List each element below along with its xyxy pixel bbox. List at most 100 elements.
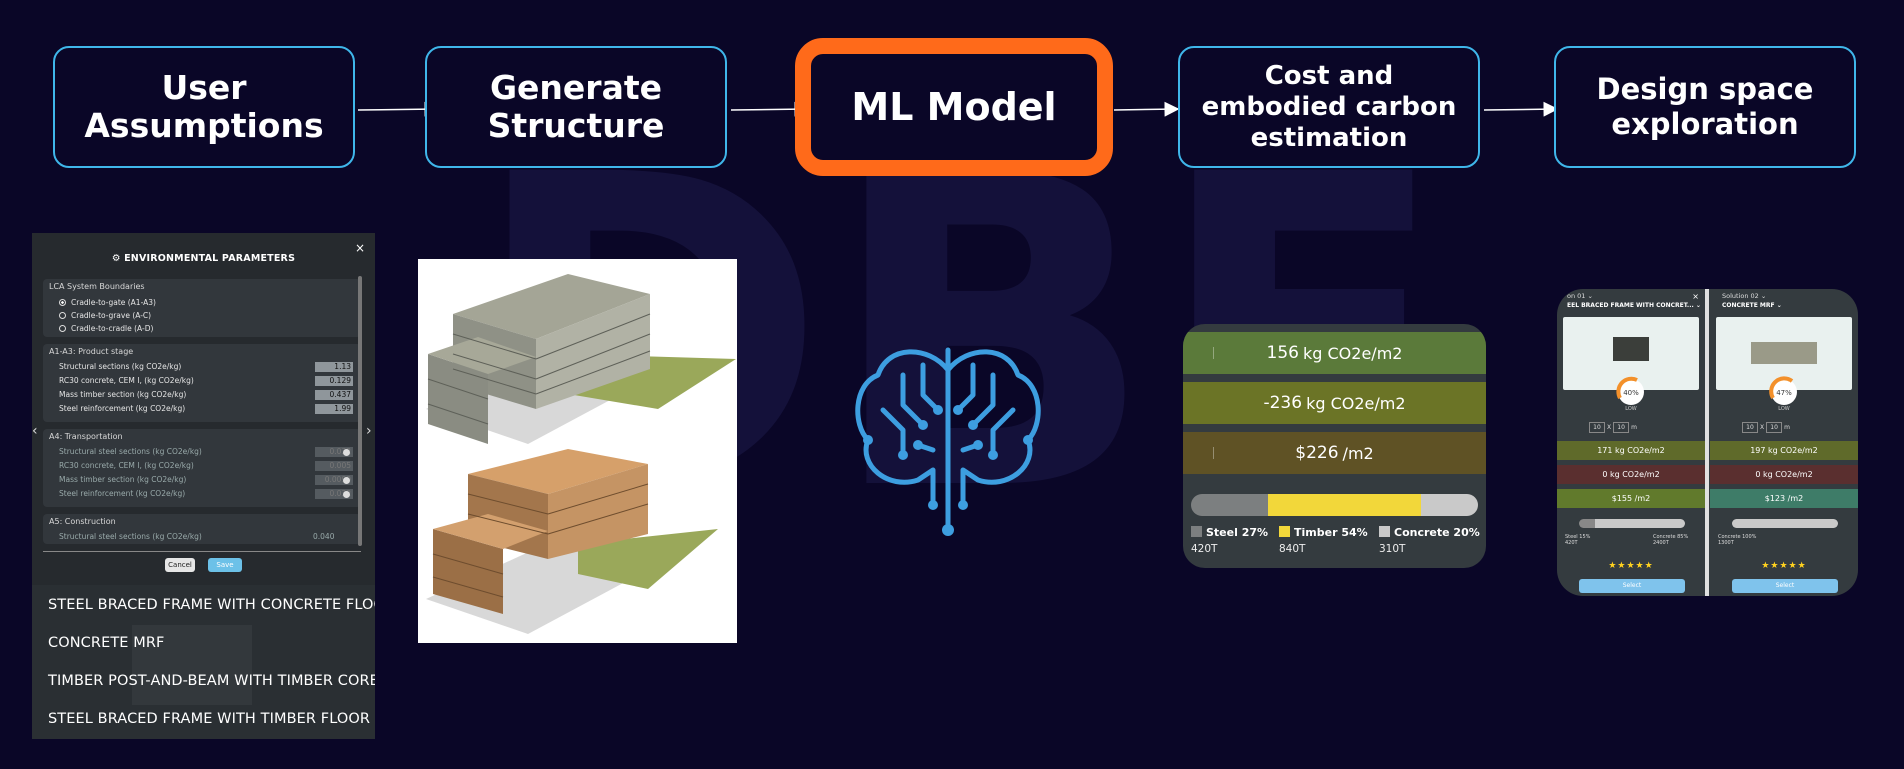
generated-structure-renders [418,259,737,643]
radio-cradle-to-cradle[interactable]: Cradle-to-cradle (A-D) [59,324,153,333]
param-input[interactable]: 0.032 [315,447,353,457]
radio-label: Cradle-to-grave (A-C) [71,311,152,320]
chevron-left-icon[interactable]: ‹ [32,423,38,439]
select-button[interactable]: Select [1579,579,1685,593]
panel-header: ⚙ ENVIRONMENTAL PARAMETERS [32,253,375,264]
structure-option[interactable]: STEEL BRACED FRAME WITH TIMBER FLOOR [48,711,371,727]
param-row: Structural steel sections (kg CO2e/kg) 0.… [59,447,353,457]
info-icon[interactable] [343,449,350,456]
param-label: Structural steel sections (kg CO2e/kg) [59,447,202,456]
score-gauge: 40% [1616,376,1644,405]
param-input[interactable]: 1.99 [315,404,353,414]
timber-building-lawn [578,529,718,589]
close-icon[interactable]: × [354,241,365,255]
star-rating[interactable]: ★★★★★ [1761,561,1807,571]
a4-section: A4: Transportation Structural steel sect… [43,429,361,507]
param-row: Structural sections (kg CO2e/kg) 1.13 [59,362,353,372]
solution-column-1: on 01 ⌄ × EEL BRACED FRAME WITH CONCRET.… [1557,289,1705,596]
material-mini-bar [1732,519,1838,528]
param-value: 0.040 [313,532,335,541]
param-label: Steel reinforcement (kg CO2e/kg) [59,404,186,413]
legend-label: Timber 54% [1294,526,1368,539]
param-input[interactable]: 1.13 [315,362,353,372]
param-input[interactable]: 0.437 [315,390,353,400]
legend-tonnage: 310T [1379,543,1406,555]
legend-label: Concrete 20% [1394,526,1480,539]
grey-building-podium-top [428,337,536,374]
param-input[interactable]: 0.032 [315,489,353,499]
structure-option[interactable]: CONCRETE MRF [48,635,165,651]
metric-value: 156 [1266,343,1299,363]
step-label: User Assumptions [84,68,324,145]
radio-label: Cradle-to-cradle (A-D) [71,324,154,333]
carbon-row: 197 kg CO2e/m2 [1710,441,1858,460]
dim-input-b[interactable]: 10 [1613,422,1630,433]
mini-legend: Concrete 85%2400T [1653,534,1688,546]
metric-unit: kg CO2e/m2 [1306,393,1406,413]
mini-legend-label: Steel 15% [1565,534,1591,540]
cancel-button[interactable]: Cancel [165,558,195,572]
cost-row: $155 /m2 [1557,489,1705,508]
metric-value: $226 [1295,443,1339,463]
sequestration-row: 0 kg CO2e/m2 [1557,465,1705,484]
design-space-card: on 01 ⌄ × EEL BRACED FRAME WITH CONCRET.… [1557,289,1858,596]
select-button[interactable]: Select [1732,579,1838,593]
solution-dropdown[interactable]: Solution 02 ⌄ [1722,292,1767,300]
flow-arrows [357,101,1559,117]
solution-dropdown[interactable]: on 01 ⌄ [1567,292,1593,300]
arrow-4 [1483,101,1559,117]
info-icon[interactable] [343,477,350,484]
faded-building-preview [132,625,252,705]
metric-unit: kg CO2e/m2 [1303,343,1403,363]
param-label: Steel reinforcement (kg CO2e/kg) [59,489,186,498]
gauge-label: LOW [1625,406,1637,412]
step-cost-carbon-estimation: Cost and embodied carbon estimation [1178,46,1480,168]
dim-input-b[interactable]: 10 [1766,422,1783,433]
gauge-value: 47% [1776,389,1792,397]
sequestration-row: 0 kg CO2e/m2 [1710,465,1858,484]
save-button[interactable]: Save [208,558,242,572]
dim-input-a[interactable]: 10 [1742,422,1758,433]
mini-legend-tonnage: 2400T [1653,540,1669,546]
param-label: RC30 concrete, CEM I, (kg CO2e/kg) [59,461,194,470]
param-row: Mass timber section (kg CO2e/kg)0.437 [59,390,353,400]
param-input[interactable]: 0.129 [315,376,353,386]
arrow-3 [1113,101,1180,117]
lca-section: LCA System Boundaries Cradle-to-gate (A1… [43,279,361,337]
star-rating[interactable]: ★★★★★ [1608,561,1654,571]
material-segment-steel [1191,494,1268,516]
step-generate-structure: Generate Structure [425,46,727,168]
structure-dropdown[interactable]: EEL BRACED FRAME WITH CONCRET... ⌄ [1567,302,1701,309]
radio-cradle-to-grave[interactable]: Cradle-to-grave (A-C) [59,311,151,320]
column-divider [1705,289,1709,596]
step-label: Design space exploration [1596,72,1814,141]
param-label: Structural sections (kg CO2e/kg) [59,362,182,371]
param-input[interactable]: 0.0099 [315,475,353,485]
legend-tonnage: 840T [1279,543,1306,555]
material-share-bar [1191,494,1478,516]
structure-option[interactable]: TIMBER POST-AND-BEAM WITH TIMBER CORE [48,673,375,689]
mini-legend: Concrete 100%1300T [1718,534,1756,546]
legend-steel: Steel 27%420T [1191,526,1268,555]
dim-x: X [1760,424,1765,431]
legend-tonnage: 420T [1191,543,1218,555]
structure-option[interactable]: STEEL BRACED FRAME WITH CONCRETE FLOOR [48,597,375,613]
param-label: RC30 concrete, CEM I, (kg CO2e/kg) [59,376,194,385]
timber-building-podium-top [433,514,548,549]
timber-building-side [548,464,648,559]
param-input[interactable]: 0.005 [315,461,353,471]
param-row: Mass timber section (kg CO2e/kg)0.0099 [59,475,353,485]
section-title: A5: Construction [49,517,116,526]
dim-input-a[interactable]: 10 [1589,422,1605,433]
close-icon[interactable]: × [1692,292,1699,301]
chevron-right-icon[interactable]: › [366,423,372,439]
structure-dropdown[interactable]: CONCRETE MRF ⌄ [1722,302,1782,309]
info-icon[interactable] [343,491,350,498]
divider [43,551,361,552]
radio-cradle-to-gate[interactable]: Cradle-to-gate (A1-A3) [59,298,156,307]
mini-legend-tonnage: 420T [1565,540,1578,546]
dim-unit: m [1784,424,1790,431]
panel-scrollbar[interactable] [358,276,362,546]
